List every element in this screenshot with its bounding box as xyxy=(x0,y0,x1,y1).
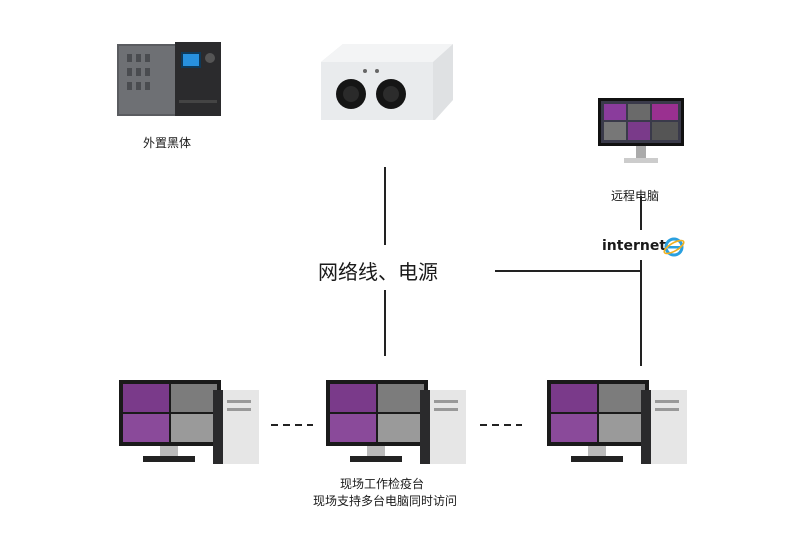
internet-horizontal-line xyxy=(495,270,641,272)
camera-vertical-line-bottom xyxy=(384,290,386,356)
internet-vertical-line-top xyxy=(640,196,642,230)
remote-monitor-icon xyxy=(598,98,684,163)
network-power-label: 网络线、电源 xyxy=(318,260,438,284)
workstation-computer-icon xyxy=(547,380,687,464)
station-caption-line1: 现场工作检疫台 xyxy=(340,477,425,491)
internet-vertical-line-bottom xyxy=(640,260,642,366)
workstation-computer-icon xyxy=(326,380,466,464)
thermal-camera-icon xyxy=(321,44,453,120)
workstation-computer-icon xyxy=(119,380,259,464)
remote-pc-label: 远程电脑 xyxy=(611,189,660,203)
internet-label: internet xyxy=(602,238,667,254)
station-caption-line2: 现场支持多台电脑同时访问 xyxy=(313,494,458,508)
dashed-link-right xyxy=(480,424,522,426)
dashed-link-left xyxy=(271,424,313,426)
internet-explorer-icon xyxy=(663,237,685,257)
blackbody-device-icon xyxy=(117,42,221,116)
blackbody-label: 外置黑体 xyxy=(143,136,192,150)
camera-vertical-line-top xyxy=(384,167,386,245)
